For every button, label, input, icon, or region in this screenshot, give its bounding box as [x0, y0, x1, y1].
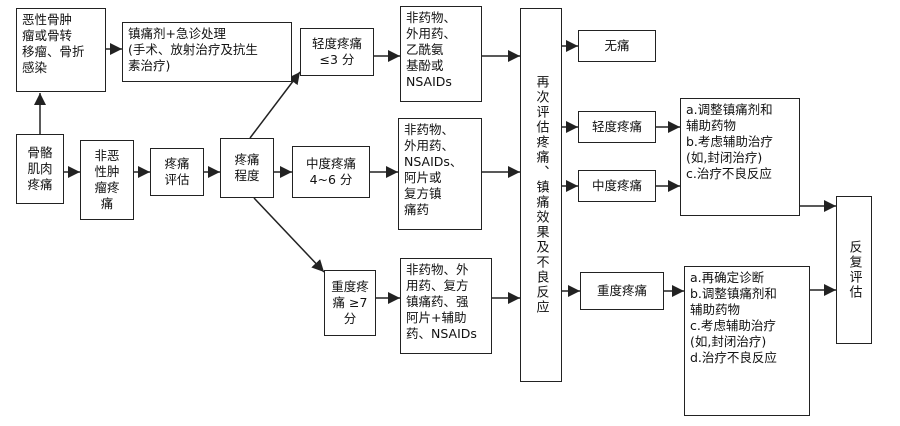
node-mild-drugs: 非药物、 外用药、 乙酰氨 基酚或 NSAIDs	[400, 6, 482, 102]
node-pain-assessment: 疼痛 评估	[150, 148, 204, 196]
arrow-degree-to-severe	[253, 197, 325, 273]
node-emergency-treatment: 镇痛剂+急诊处理 (手术、放射治疗及抗生 素治疗)	[122, 22, 292, 82]
node-mild-moderate-actions: a.调整镇痛剂和 辅助药物 b.考虑辅助治疗 (如,封闭治疗) c.治疗不良反应	[680, 98, 800, 216]
node-moderate-drugs: 非药物、 外用药、 NSAIDs、 阿片或 复方镇 痛药	[398, 118, 482, 230]
node-repeat-assessment: 反复评估	[836, 196, 872, 344]
node-severe-pain: 重度疼 痛 ≥7 分	[324, 270, 376, 336]
node-severe-actions: a.再确定诊断 b.调整镇痛剂和 辅助药物 c.考虑辅助治疗 (如,封闭治疗) …	[684, 266, 810, 416]
node-moderate-pain: 中度疼痛 4~6 分	[292, 146, 370, 198]
node-mild-pain: 轻度疼痛 ≤3 分	[300, 28, 374, 76]
node-severe-result: 重度疼痛	[580, 272, 664, 310]
arrow-degree-to-mild	[249, 71, 301, 139]
node-moderate-result: 中度疼痛	[578, 170, 656, 202]
node-non-malignant-pain: 非恶 性肿 瘤疼 痛	[80, 140, 134, 220]
node-reassess: 再次评估疼痛、镇痛效果及不良反应	[520, 8, 562, 382]
node-malignant-tumor: 恶性骨肿 瘤或骨转 移瘤、骨折 感染	[16, 8, 106, 92]
node-pain-degree: 疼痛 程度	[220, 138, 274, 198]
node-mild-result: 轻度疼痛	[578, 111, 656, 143]
node-no-pain: 无痛	[578, 30, 656, 62]
node-severe-drugs: 非药物、外 用药、复方 镇痛药、强 阿片+辅助 药、NSAIDs	[400, 258, 492, 354]
node-bone-muscle-pain: 骨骼 肌肉 疼痛	[16, 134, 64, 204]
